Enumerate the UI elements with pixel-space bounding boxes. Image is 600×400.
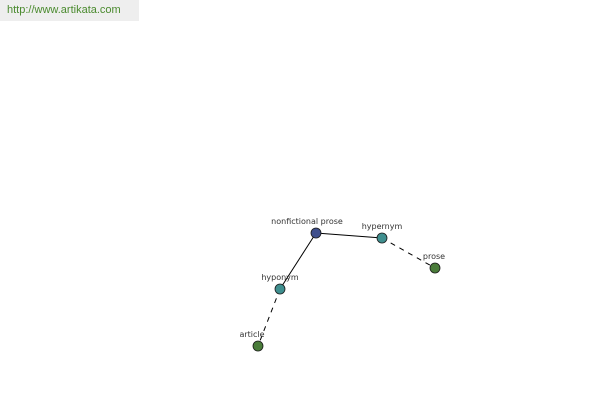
node-label-hypernym: hypernym	[362, 222, 403, 231]
node-hypernym[interactable]	[376, 232, 388, 244]
edge-nonfictional-prose-to-hyponym	[279, 232, 317, 290]
source-url-watermark: http://www.artikata.com	[0, 0, 139, 21]
node-label-prose: prose	[423, 252, 445, 261]
edge-hypernym-to-prose	[381, 237, 436, 269]
node-nonfictional-prose[interactable]	[310, 227, 322, 239]
node-label-nonfictional-prose: nonfictional prose	[271, 217, 343, 226]
node-article[interactable]	[252, 340, 264, 352]
node-hyponym[interactable]	[274, 283, 286, 295]
node-prose[interactable]	[429, 262, 441, 274]
node-label-hyponym: hyponym	[261, 273, 299, 282]
node-label-article: article	[239, 330, 264, 339]
edge-nonfictional-prose-to-hypernym	[315, 232, 383, 239]
edge-hyponym-to-article	[257, 288, 281, 347]
